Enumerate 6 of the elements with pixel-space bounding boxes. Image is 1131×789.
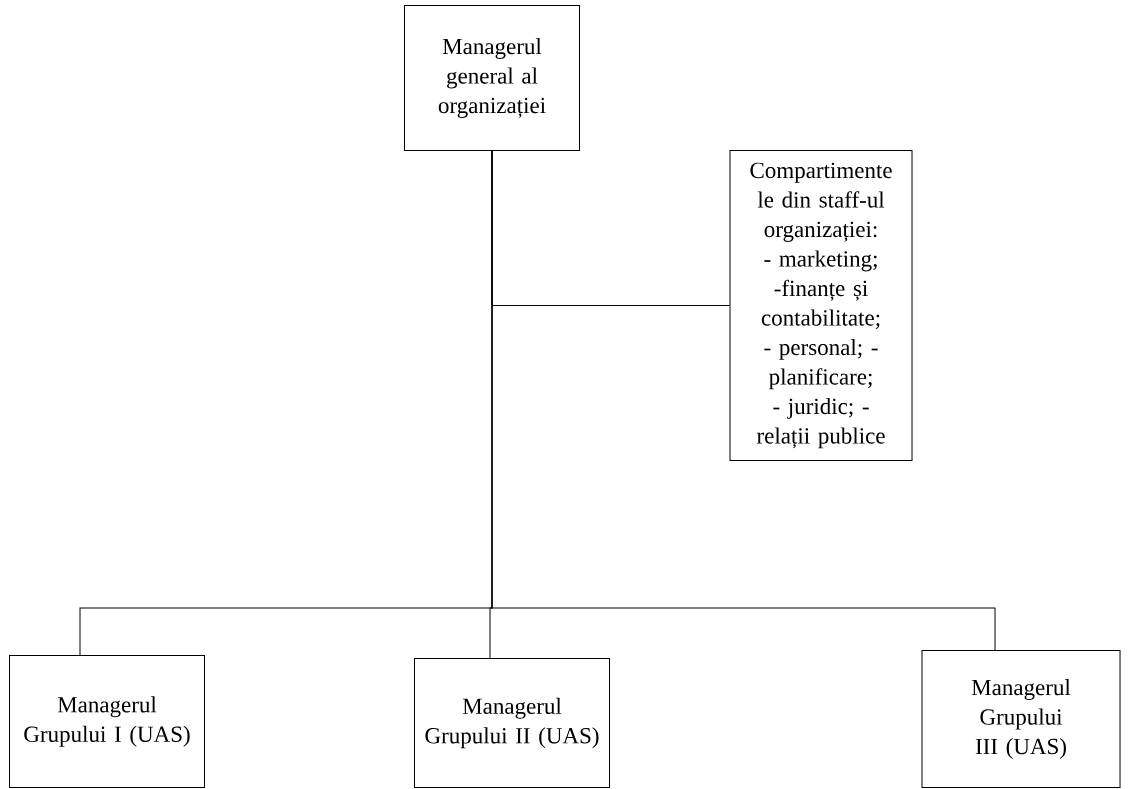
group-box: Managerul Grupului III (UAS) [921,650,1121,788]
manager-box: Managerul general al organizației [404,5,580,151]
staff-box: Compartimente le din staff-ul organizației: - marketing; -finanțe și contabilitate; - personal; - planificare; - juridic; - relații publice [729,150,913,461]
group-box: Managerul Grupului I (UAS) [9,655,205,788]
group-box: Managerul Grupului II (UAS) [414,658,610,788]
connector-line [491,150,996,651]
